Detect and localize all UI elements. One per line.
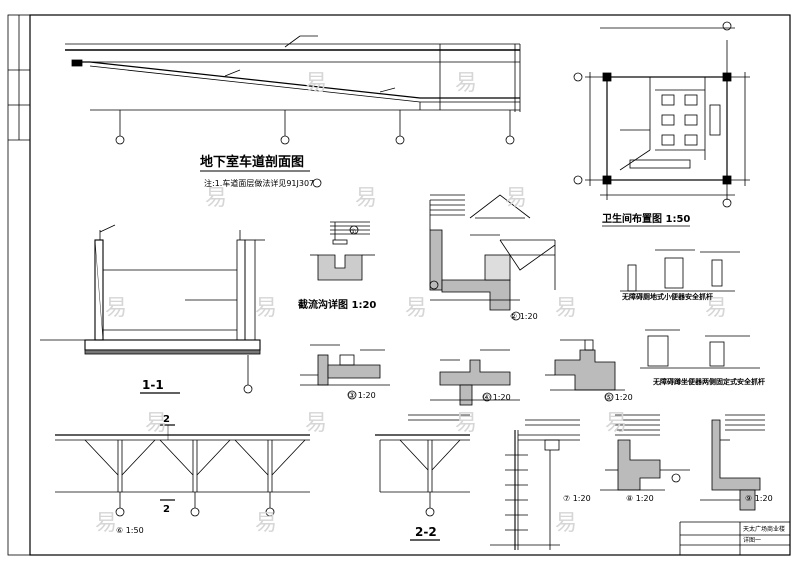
drain-detail bbox=[310, 221, 375, 281]
detail-8 bbox=[600, 414, 690, 491]
svg-text:易: 易 bbox=[255, 511, 277, 536]
svg-text:易: 易 bbox=[145, 411, 167, 436]
ramp-section bbox=[65, 35, 521, 145]
toilet-plan-title: 卫生间布置图 1:50 bbox=[602, 212, 690, 225]
watermark: 易 易 易 易 易 易 易 易 易 易 易 易 易 易 易 易 易 bbox=[95, 71, 727, 536]
svg-text:易: 易 bbox=[705, 296, 727, 321]
drain-detail-title: 截流沟详图 1:20 bbox=[298, 298, 376, 311]
svg-text:易: 易 bbox=[455, 71, 477, 96]
svg-text:易: 易 bbox=[95, 511, 117, 536]
svg-text:易: 易 bbox=[605, 411, 627, 436]
detail-8-label: ⑧ 1:20 bbox=[626, 494, 654, 503]
svg-text:易: 易 bbox=[355, 186, 377, 211]
urinal-rail-detail bbox=[620, 249, 740, 292]
main-section-title: 地下室车道剖面图 bbox=[200, 154, 304, 170]
section-2-2-label: 2-2 bbox=[415, 525, 437, 539]
svg-text:易: 易 bbox=[555, 511, 577, 536]
toilet-rail-note: 无障碍蹲坐便器两侧固定式安全抓杆 bbox=[652, 377, 765, 386]
svg-text:易: 易 bbox=[105, 296, 127, 321]
detail-4 bbox=[430, 349, 520, 406]
title-block bbox=[679, 521, 790, 555]
svg-text:易: 易 bbox=[505, 186, 527, 211]
detail-6-label: ⑥ 1:50 bbox=[116, 526, 144, 535]
urinal-rail-note: 无障碍厕地式小便器安全抓杆 bbox=[621, 292, 713, 301]
section-2-mark-bottom: 2 bbox=[163, 504, 170, 515]
toilet-plan bbox=[573, 21, 750, 208]
svg-text:易: 易 bbox=[255, 296, 277, 321]
detail-6 bbox=[55, 424, 310, 517]
detail-1-mark: ① bbox=[350, 228, 356, 236]
detail-9 bbox=[700, 414, 765, 511]
section-2-2 bbox=[375, 414, 470, 541]
section-2-mark-top: 2 bbox=[163, 414, 170, 425]
detail-7 bbox=[490, 419, 580, 550]
detail-5-label: ⑤ 1:20 bbox=[605, 393, 633, 402]
svg-text:易: 易 bbox=[305, 411, 327, 436]
svg-text:易: 易 bbox=[405, 296, 427, 321]
detail-2-label: ② 1:20 bbox=[510, 312, 538, 321]
titleblock-sheet: 详图一 bbox=[743, 536, 761, 544]
detail-9-label: ⑨ 1:20 bbox=[745, 494, 773, 503]
titleblock-project: 天太广场商业楼 bbox=[743, 525, 785, 533]
toilet-rail-detail bbox=[640, 329, 760, 369]
section-1-1-label: 1-1 bbox=[142, 378, 164, 392]
detail-4-label: ④ 1:20 bbox=[483, 393, 511, 402]
detail-5 bbox=[545, 339, 625, 402]
svg-text:易: 易 bbox=[555, 296, 577, 321]
svg-text:易: 易 bbox=[205, 186, 227, 211]
svg-text:易: 易 bbox=[455, 411, 477, 436]
detail-7-label: ⑦ 1:20 bbox=[563, 494, 591, 503]
svg-text:易: 易 bbox=[305, 71, 327, 96]
main-section-note: 注:1.车道面层做法详见91J307 bbox=[204, 178, 314, 188]
detail-2 bbox=[429, 194, 556, 321]
detail-3 bbox=[300, 344, 390, 400]
section-1-1 bbox=[40, 224, 265, 394]
detail-3-label: ③ 1:20 bbox=[348, 391, 376, 400]
